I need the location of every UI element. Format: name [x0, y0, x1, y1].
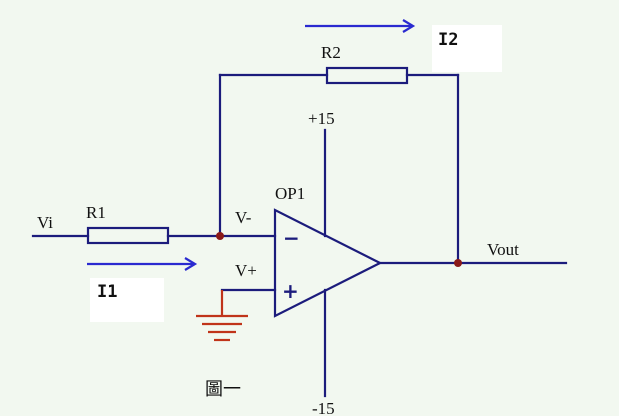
i1-label: I1: [97, 282, 117, 302]
positive-supply-label: +15: [308, 109, 335, 128]
figure-caption: 圖一: [205, 379, 241, 400]
i2-label: I2: [438, 30, 458, 50]
resistor-r2: [325, 66, 409, 85]
ground-symbol: [196, 314, 248, 342]
v-minus-label: V-: [235, 208, 252, 227]
opamp-triangle: [273, 208, 383, 318]
junction-dot-input: [216, 232, 224, 240]
inverting-sign: −: [283, 226, 300, 250]
vi-label: Vi: [37, 213, 53, 232]
r2-label: R2: [321, 43, 341, 62]
noninverting-sign: +: [282, 279, 299, 303]
i1-current-arrow: [87, 257, 198, 271]
i2-label-box: [432, 25, 502, 72]
i1-label-box: [90, 278, 164, 322]
negative-supply-label: -15: [312, 399, 335, 416]
junction-dot-output: [454, 259, 462, 267]
v-plus-label: V+: [235, 261, 257, 280]
i2-current-arrow: [305, 19, 416, 33]
vout-label: Vout: [487, 240, 519, 259]
resistor-r1: [86, 226, 170, 245]
opamp-label: OP1: [275, 184, 305, 203]
r1-label: R1: [86, 203, 106, 222]
